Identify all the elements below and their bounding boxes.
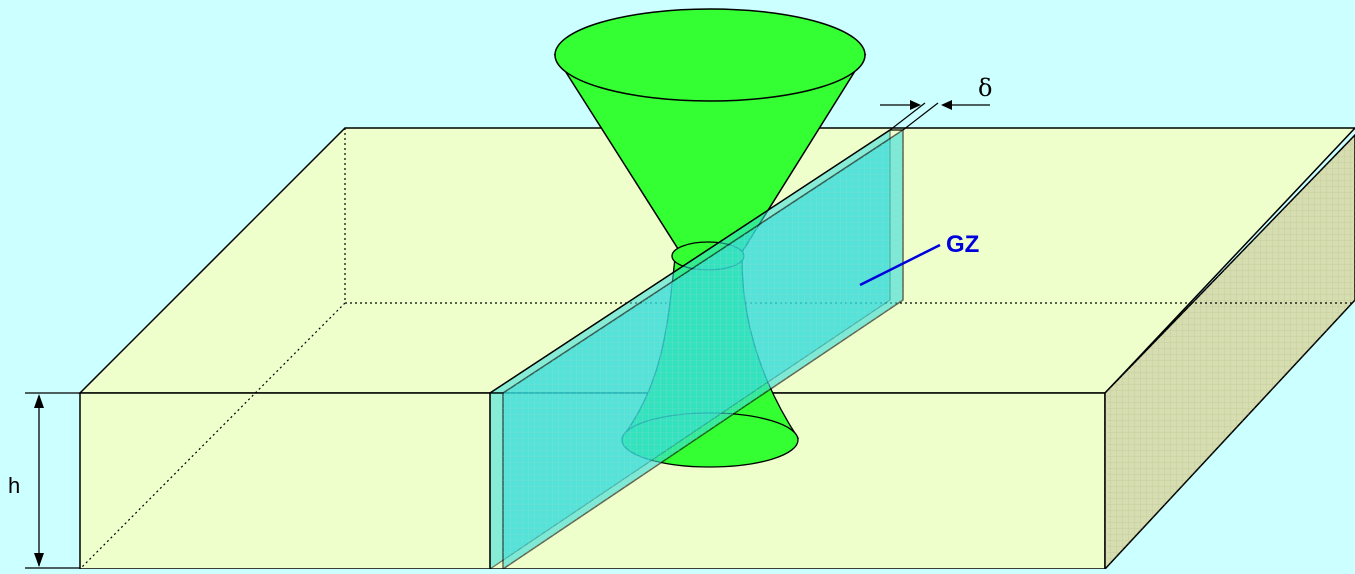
gz-label: GZ (946, 231, 979, 258)
delta-label: δ (978, 74, 992, 102)
gz-sheet-top-edge (489, 129, 891, 394)
delta-extension-line-left (889, 102, 926, 131)
h-label: h (8, 473, 20, 498)
delta-extension-line-right (902, 102, 939, 131)
gz-leader-line (859, 243, 941, 287)
cone-top-ellipse (554, 8, 866, 102)
gz-callout: GZ (859, 231, 979, 287)
delta-dimension: δ (880, 74, 992, 131)
delta-arrow-right-head (941, 100, 952, 110)
h-arrow-top (34, 394, 44, 408)
delta-arrow-left-head (910, 100, 921, 110)
gz-sheet (489, 128, 904, 571)
height-dimension: h (8, 392, 80, 569)
h-arrow-bottom (34, 553, 44, 567)
